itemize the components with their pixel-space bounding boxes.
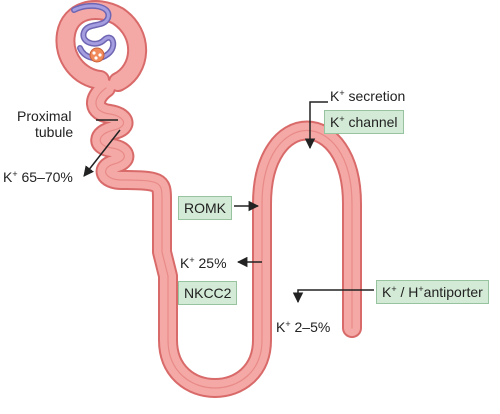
bowman-capsule (57, 2, 146, 90)
k-h-antiporter-box: K+ / H+antiporter (376, 280, 489, 304)
tubule-lumen (95, 87, 353, 389)
romk-box: ROMK (178, 196, 232, 220)
k-proximal-arrow (83, 129, 121, 177)
proximal-tubule-label-line2: tubule (35, 124, 74, 140)
proximal-tubule-label: Proximal (17, 108, 72, 124)
k-secretion-label: K+ secretion (330, 88, 406, 104)
k-loop-reabsorption-label: K+ 25% (180, 255, 227, 271)
k-proximal-reabsorption-label: K+ 65–70% (3, 169, 73, 185)
k-secretion-arrow (304, 101, 328, 150)
nephron-tubule (88, 80, 360, 396)
k-channel-box: K+ channel (324, 110, 404, 134)
glomerulus (71, 2, 117, 63)
nkcc2-box: NKCC2 (178, 281, 238, 305)
k-distal-label: K+ 2–5% (276, 319, 331, 335)
antiporter-arrow (292, 289, 374, 304)
